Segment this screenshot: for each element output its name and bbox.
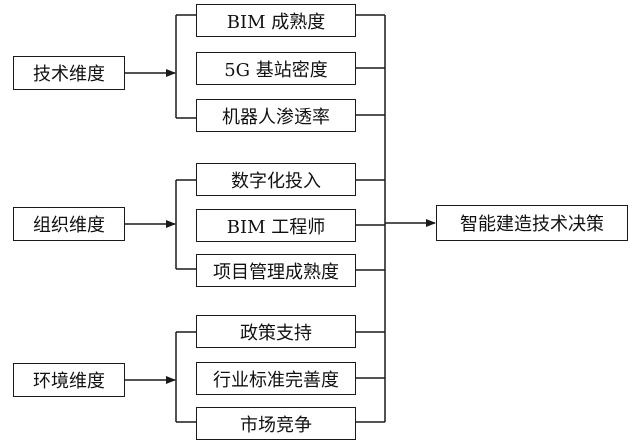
environment-dimension-box: 环境维度 xyxy=(13,363,125,397)
organization-dimension-box: 组织维度 xyxy=(13,207,125,241)
outcome-box: 智能建造技术决策 xyxy=(436,205,628,241)
factor-5g-density: 5G 基站密度 xyxy=(196,52,356,85)
factor-bim-engineers: BIM 工程师 xyxy=(196,209,356,242)
technology-bracket xyxy=(175,14,196,119)
collector-bus xyxy=(356,14,386,423)
organization-bracket xyxy=(175,179,196,270)
factor-bim-maturity: BIM 成熟度 xyxy=(196,4,356,37)
factor-market-competition: 市场竞争 xyxy=(196,407,356,440)
factor-pm-maturity: 项目管理成熟度 xyxy=(196,254,356,287)
technology-dimension-box: 技术维度 xyxy=(13,56,125,90)
factor-policy-support: 政策支持 xyxy=(196,315,356,348)
factor-robot-penetration: 机器人渗透率 xyxy=(196,99,356,132)
factor-digital-investment: 数字化投入 xyxy=(196,163,356,196)
factor-industry-standards: 行业标准完善度 xyxy=(196,362,356,395)
environment-bracket xyxy=(175,331,196,423)
